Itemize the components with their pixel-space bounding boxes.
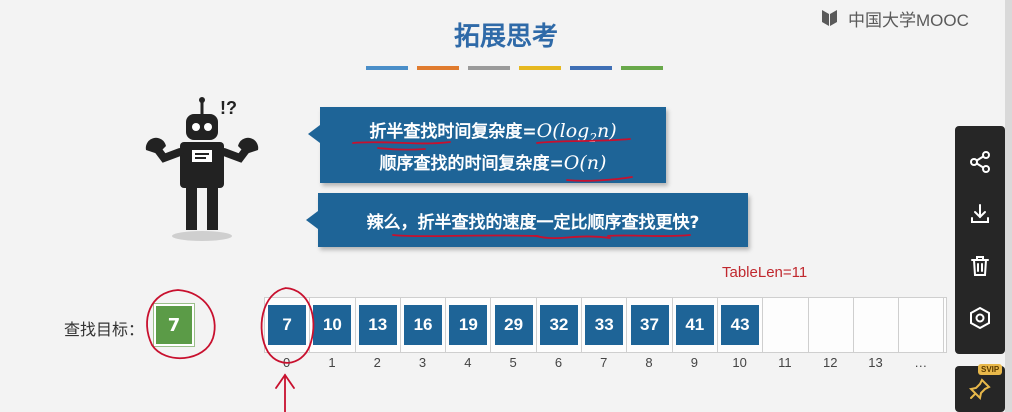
table-cell-value: 37 <box>630 305 669 345</box>
table-index: 2 <box>373 355 381 370</box>
table-index: 3 <box>418 355 427 370</box>
table-cell-value: 16 <box>404 305 443 345</box>
robot-illustration: !? <box>145 97 259 241</box>
settings-button[interactable] <box>965 303 995 333</box>
speech-bubble-complexity: 折半查找时间复杂度=O(log2n) 顺序查找的时间复杂度=O(n) <box>308 107 666 183</box>
svip-badge: SVIP <box>978 364 1003 375</box>
formula-part: O(log <box>536 120 590 142</box>
color-bar-segment <box>366 66 408 70</box>
binary-search-complexity-label: 折半查找时间复杂度= <box>369 122 537 142</box>
table-index: 8 <box>645 355 653 370</box>
table-cell: 32 <box>537 298 583 352</box>
delete-icon <box>971 256 989 276</box>
table-cell-value: 13 <box>358 305 397 345</box>
table-cell-value: 10 <box>313 305 352 345</box>
table-cell <box>809 298 854 352</box>
arrow-head <box>275 373 295 389</box>
table-cell: 19 <box>446 298 492 352</box>
table-index: 4 <box>464 355 472 370</box>
formula-part: n) <box>596 120 617 142</box>
table-cell-value: 41 <box>675 305 714 345</box>
mooc-brand: 中国大学MOOC <box>820 6 969 30</box>
question-text: 辣么，折半查找的速度一定比顺序查找更快? <box>366 213 700 233</box>
side-toolbar <box>955 126 1005 354</box>
table-cell <box>854 298 900 352</box>
table-cell: 10 <box>310 298 356 352</box>
download-icon <box>971 204 989 223</box>
table-index: 9 <box>690 355 698 370</box>
table-cell: 16 <box>401 298 447 352</box>
color-bar-segment <box>621 66 663 70</box>
table-cell-value: 43 <box>721 305 760 345</box>
table-cell <box>899 298 945 352</box>
settings-icon <box>970 306 990 330</box>
table-index: 10 <box>732 355 747 370</box>
color-bar-segment <box>468 66 510 70</box>
table-cell <box>763 298 809 352</box>
table-index: 13 <box>868 355 883 370</box>
table-cell-value: 19 <box>449 305 488 345</box>
color-bar-segment <box>570 66 612 70</box>
sequential-search-formula: O(n) <box>563 152 607 174</box>
binary-search-formula: O(log2n) <box>536 120 617 145</box>
bubble-line-sequential: 顺序查找的时间复杂度=O(n) <box>320 149 666 174</box>
mooc-logo-icon <box>822 10 837 26</box>
robot-exclamation: !? <box>220 98 237 118</box>
table-index: 12 <box>822 355 838 370</box>
table-cell: 13 <box>356 298 401 352</box>
table-cell: 29 <box>491 298 537 352</box>
delete-button[interactable] <box>965 251 995 281</box>
table-cell-value: 33 <box>585 305 624 345</box>
speech-bubble-question: 辣么，折半查找的速度一定比顺序查找更快? <box>306 193 748 247</box>
table-cell-value: 32 <box>539 305 578 345</box>
formula-subscript: 2 <box>589 130 597 145</box>
table-index: 7 <box>600 355 608 370</box>
color-bar-segment <box>519 66 561 70</box>
share-button[interactable] <box>965 147 995 177</box>
table-cell: 33 <box>582 298 628 352</box>
table-index: 6 <box>554 355 563 370</box>
table-index: 1 <box>328 355 336 370</box>
title-color-bar <box>366 66 663 70</box>
brand-name: 中国大学MOOC <box>848 10 969 30</box>
color-bar-segment <box>417 66 459 70</box>
pin-icon <box>968 378 991 401</box>
slide-title: 拓展思考 <box>453 22 558 52</box>
table-cell: 37 <box>627 298 673 352</box>
table-index: 5 <box>509 355 517 370</box>
table-index: 11 <box>778 355 792 370</box>
table-length-label: TableLen=11 <box>722 264 808 281</box>
share-icon <box>970 151 990 173</box>
table-cell: 41 <box>673 298 718 352</box>
table-index: 0 <box>283 355 291 370</box>
table-cell-value: 7 <box>268 305 307 345</box>
table-cell-value: 29 <box>494 305 533 345</box>
search-target-label: 查找目标： <box>64 320 145 339</box>
search-target-value: 7 <box>153 303 195 347</box>
window-edge <box>1005 0 1012 412</box>
table-cell: 7 <box>265 298 311 352</box>
bubble-line-binary: 折半查找时间复杂度=O(log2n) <box>320 117 666 145</box>
sequential-search-complexity-label: 顺序查找的时间复杂度= <box>379 154 564 174</box>
table-cell: 43 <box>718 298 764 352</box>
download-button[interactable] <box>965 199 995 229</box>
table-index: … <box>914 355 928 370</box>
